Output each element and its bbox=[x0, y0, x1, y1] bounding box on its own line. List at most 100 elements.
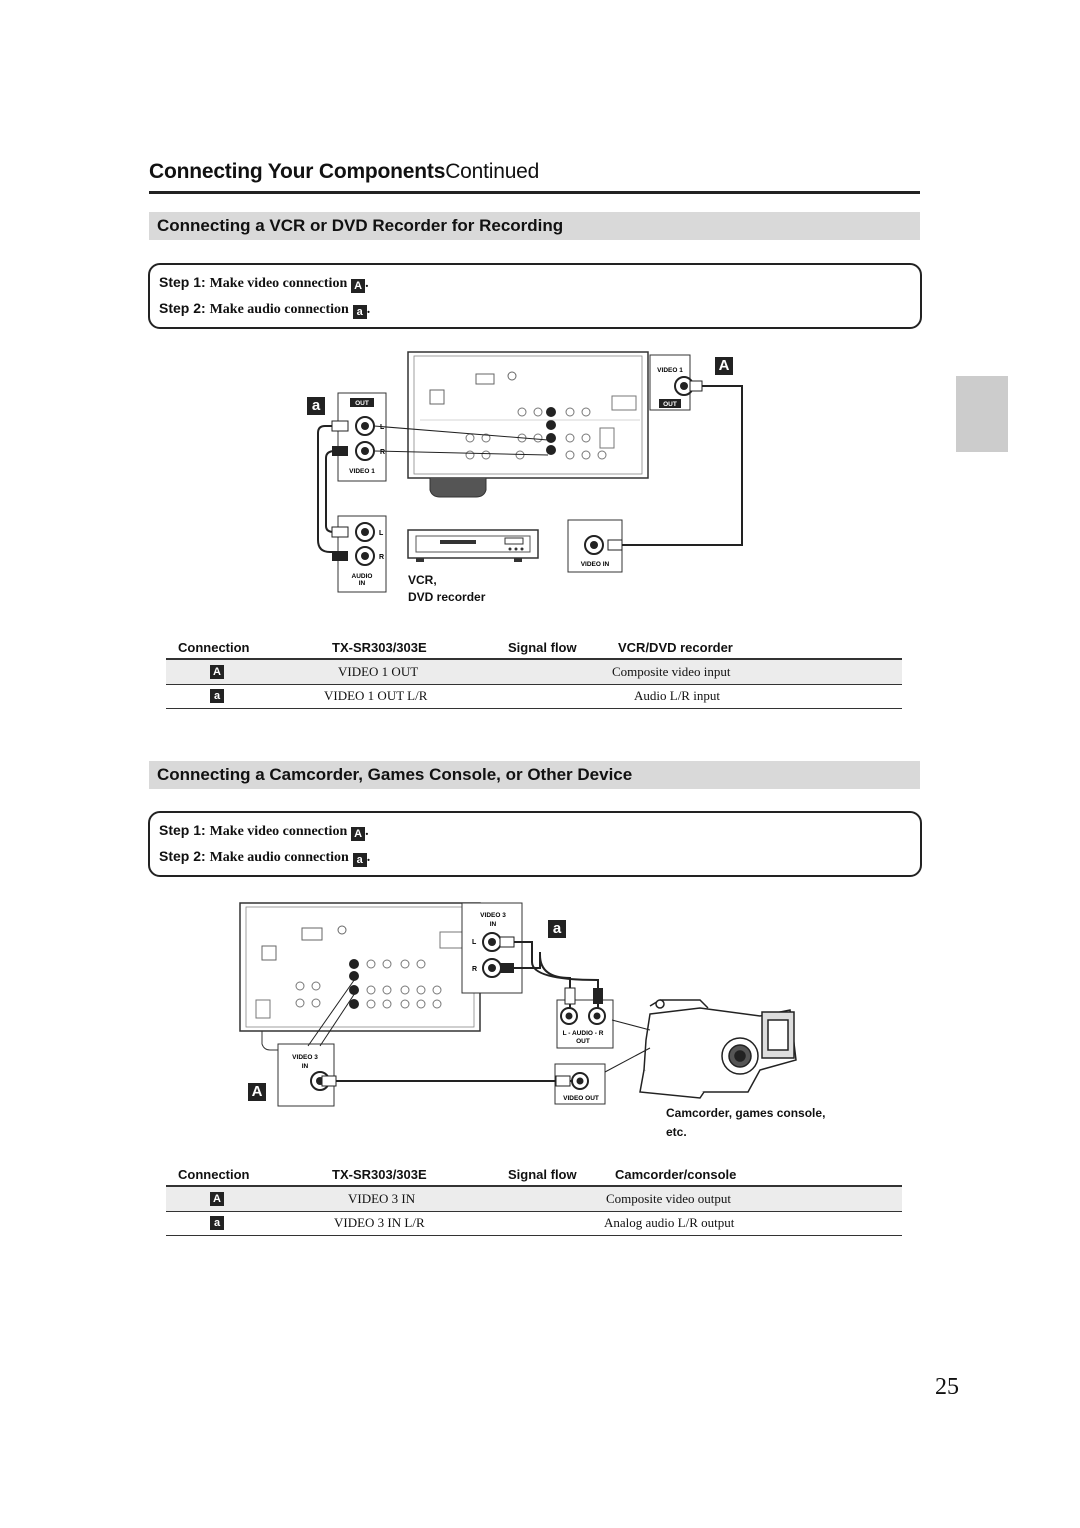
section1-step-1: Step 1: Make video connection A. bbox=[159, 274, 369, 293]
table-row: A VIDEO 1 OUT Composite video input bbox=[166, 660, 902, 684]
connection-badge: A bbox=[210, 1192, 224, 1206]
audio-r-label: R bbox=[472, 966, 477, 973]
receiver-audio-out-panel: OUT L R VIDEO 1 bbox=[337, 392, 387, 482]
step-label: Step 2: bbox=[159, 848, 206, 864]
section2-step-2: Step 2: Make audio connection a. bbox=[159, 848, 370, 867]
step-text: Make audio connection bbox=[209, 850, 349, 865]
video3-in-label: IN bbox=[490, 921, 497, 928]
table-header: VCR/DVD recorder bbox=[618, 640, 733, 655]
step-badge: A bbox=[351, 279, 366, 293]
audio-r-label: R bbox=[380, 449, 385, 456]
step-text: Make video connection bbox=[209, 276, 348, 291]
receiver-cell: VIDEO 1 OUT bbox=[338, 664, 419, 679]
device-r-label: R bbox=[379, 554, 384, 561]
diagram1-badge-A: A bbox=[715, 357, 733, 375]
step-label: Step 1: bbox=[159, 822, 206, 838]
receiver-cell: VIDEO 3 IN L/R bbox=[334, 1215, 425, 1230]
device-video-in-panel: VIDEO IN bbox=[567, 519, 623, 573]
section1-heading: Connecting a VCR or DVD Recorder for Rec… bbox=[157, 216, 564, 235]
table-header: Connection bbox=[178, 640, 250, 655]
device-audio-in-label: AUDIO bbox=[352, 573, 373, 580]
connection-badge: a bbox=[210, 689, 224, 703]
cam-audio-out-label: OUT bbox=[576, 1038, 590, 1045]
step-end: . bbox=[366, 850, 371, 865]
cam-audio-label: L - AUDIO - R bbox=[563, 1030, 604, 1037]
video3-bottom-in-label: IN bbox=[302, 1063, 309, 1070]
table-rule bbox=[166, 684, 902, 685]
page-number: 25 bbox=[935, 1374, 959, 1400]
section2-heading-bar: Connecting a Camcorder, Games Console, o… bbox=[149, 761, 920, 789]
table-header: Signal flow bbox=[508, 1167, 577, 1182]
page-title-suffix: Continued bbox=[445, 160, 540, 183]
step-end: . bbox=[365, 824, 369, 839]
vcr-device bbox=[407, 529, 539, 562]
section2-step-1: Step 1: Make video connection A. bbox=[159, 822, 369, 841]
receiver-cell: VIDEO 1 OUT L/R bbox=[324, 688, 428, 703]
page-title-main: Connecting Your Components bbox=[149, 160, 446, 183]
receiver-rear-panel bbox=[407, 351, 649, 498]
device-cell: Composite video input bbox=[612, 664, 731, 679]
audio-l-label: L bbox=[472, 939, 477, 946]
cables bbox=[317, 385, 743, 553]
camcorder-video-out-panel: VIDEO OUT bbox=[554, 1063, 606, 1105]
audio-l-label: L bbox=[380, 424, 385, 431]
section1-steps-box: Step 1: Make video connection A. Step 2:… bbox=[148, 263, 922, 329]
audio-video-label: VIDEO 1 bbox=[349, 468, 375, 475]
device-name-line2: DVD recorder bbox=[408, 590, 486, 604]
section2-steps-box: Step 1: Make video connection A. Step 2:… bbox=[148, 811, 922, 877]
section1-heading-bar: Connecting a VCR or DVD Recorder for Rec… bbox=[149, 212, 920, 240]
step-badge: a bbox=[352, 853, 367, 867]
device-cell: Audio L/R input bbox=[634, 688, 720, 703]
section1-step-2: Step 2: Make audio connection a. bbox=[159, 300, 370, 319]
table-rule bbox=[166, 1211, 902, 1212]
table-rule bbox=[166, 658, 902, 660]
device-video-in-label: VIDEO IN bbox=[581, 561, 610, 568]
device-cell: Composite video output bbox=[606, 1191, 731, 1206]
device-cell: Analog audio L/R output bbox=[604, 1215, 735, 1230]
receiver-out-label: OUT bbox=[663, 401, 677, 408]
camcorder-audio-out-panel: L - AUDIO - R OUT bbox=[556, 999, 614, 1049]
diagram2-badge-a: a bbox=[548, 920, 566, 938]
receiver-video1-out-jack: VIDEO 1 OUT bbox=[649, 354, 694, 411]
table-row: A VIDEO 3 IN Composite video output bbox=[166, 1187, 902, 1211]
device-name-line2: etc. bbox=[666, 1125, 687, 1139]
table-header: TX-SR303/303E bbox=[332, 640, 427, 655]
device-audio-in-label2: IN bbox=[359, 580, 366, 587]
table-header: TX-SR303/303E bbox=[332, 1167, 427, 1182]
page-title: Connecting Your ComponentsContinued bbox=[149, 160, 539, 184]
video3-bottom-label: VIDEO 3 bbox=[292, 1054, 318, 1061]
camcorder-connection-diagram: VIDEO 3 IN L R VIDEO 3 IN L - AUDIO - R … bbox=[239, 902, 797, 1107]
device-name-line1: VCR, bbox=[408, 573, 437, 587]
video3-top-label: VIDEO 3 bbox=[480, 912, 506, 919]
cam-video-out-label: VIDEO OUT bbox=[563, 1095, 599, 1102]
receiver-video-label: VIDEO 1 bbox=[657, 367, 683, 374]
camcorder-illustration bbox=[639, 999, 797, 1099]
table-rule bbox=[166, 1235, 902, 1236]
connection-badge: a bbox=[210, 1216, 224, 1230]
receiver-video3-in-video-panel: VIDEO 3 IN bbox=[277, 1043, 335, 1107]
table-header: Connection bbox=[178, 1167, 250, 1182]
diagram2-badge-A: A bbox=[248, 1083, 266, 1101]
audio-out-label: OUT bbox=[355, 400, 369, 407]
receiver-rear-panel bbox=[239, 902, 481, 1051]
receiver-cell: VIDEO 3 IN bbox=[348, 1191, 416, 1206]
step-end: . bbox=[366, 302, 371, 317]
connection-badge: A bbox=[210, 665, 224, 679]
table-row: a VIDEO 1 OUT L/R Audio L/R input bbox=[166, 684, 902, 708]
title-rule bbox=[149, 191, 920, 194]
diagram1-badge-a: a bbox=[307, 397, 325, 415]
step-label: Step 2: bbox=[159, 300, 206, 316]
table-row: a VIDEO 3 IN L/R Analog audio L/R output bbox=[166, 1211, 902, 1235]
vcr-connection-diagram: VIDEO 1 OUT OUT L R VIDEO 1 L R AUDIO IN bbox=[317, 351, 743, 593]
section2-heading: Connecting a Camcorder, Games Console, o… bbox=[157, 765, 633, 784]
step-text: Make audio connection bbox=[209, 302, 349, 317]
table-rule bbox=[166, 708, 902, 709]
step-text: Make video connection bbox=[209, 824, 348, 839]
step-badge: A bbox=[351, 827, 366, 841]
side-tab-marker bbox=[956, 376, 1008, 452]
receiver-video3-in-audio-panel: VIDEO 3 IN L R bbox=[461, 902, 523, 994]
table-header: Camcorder/console bbox=[615, 1167, 737, 1182]
step-label: Step 1: bbox=[159, 274, 206, 290]
table-rule bbox=[166, 1185, 902, 1187]
step-end: . bbox=[365, 276, 369, 291]
